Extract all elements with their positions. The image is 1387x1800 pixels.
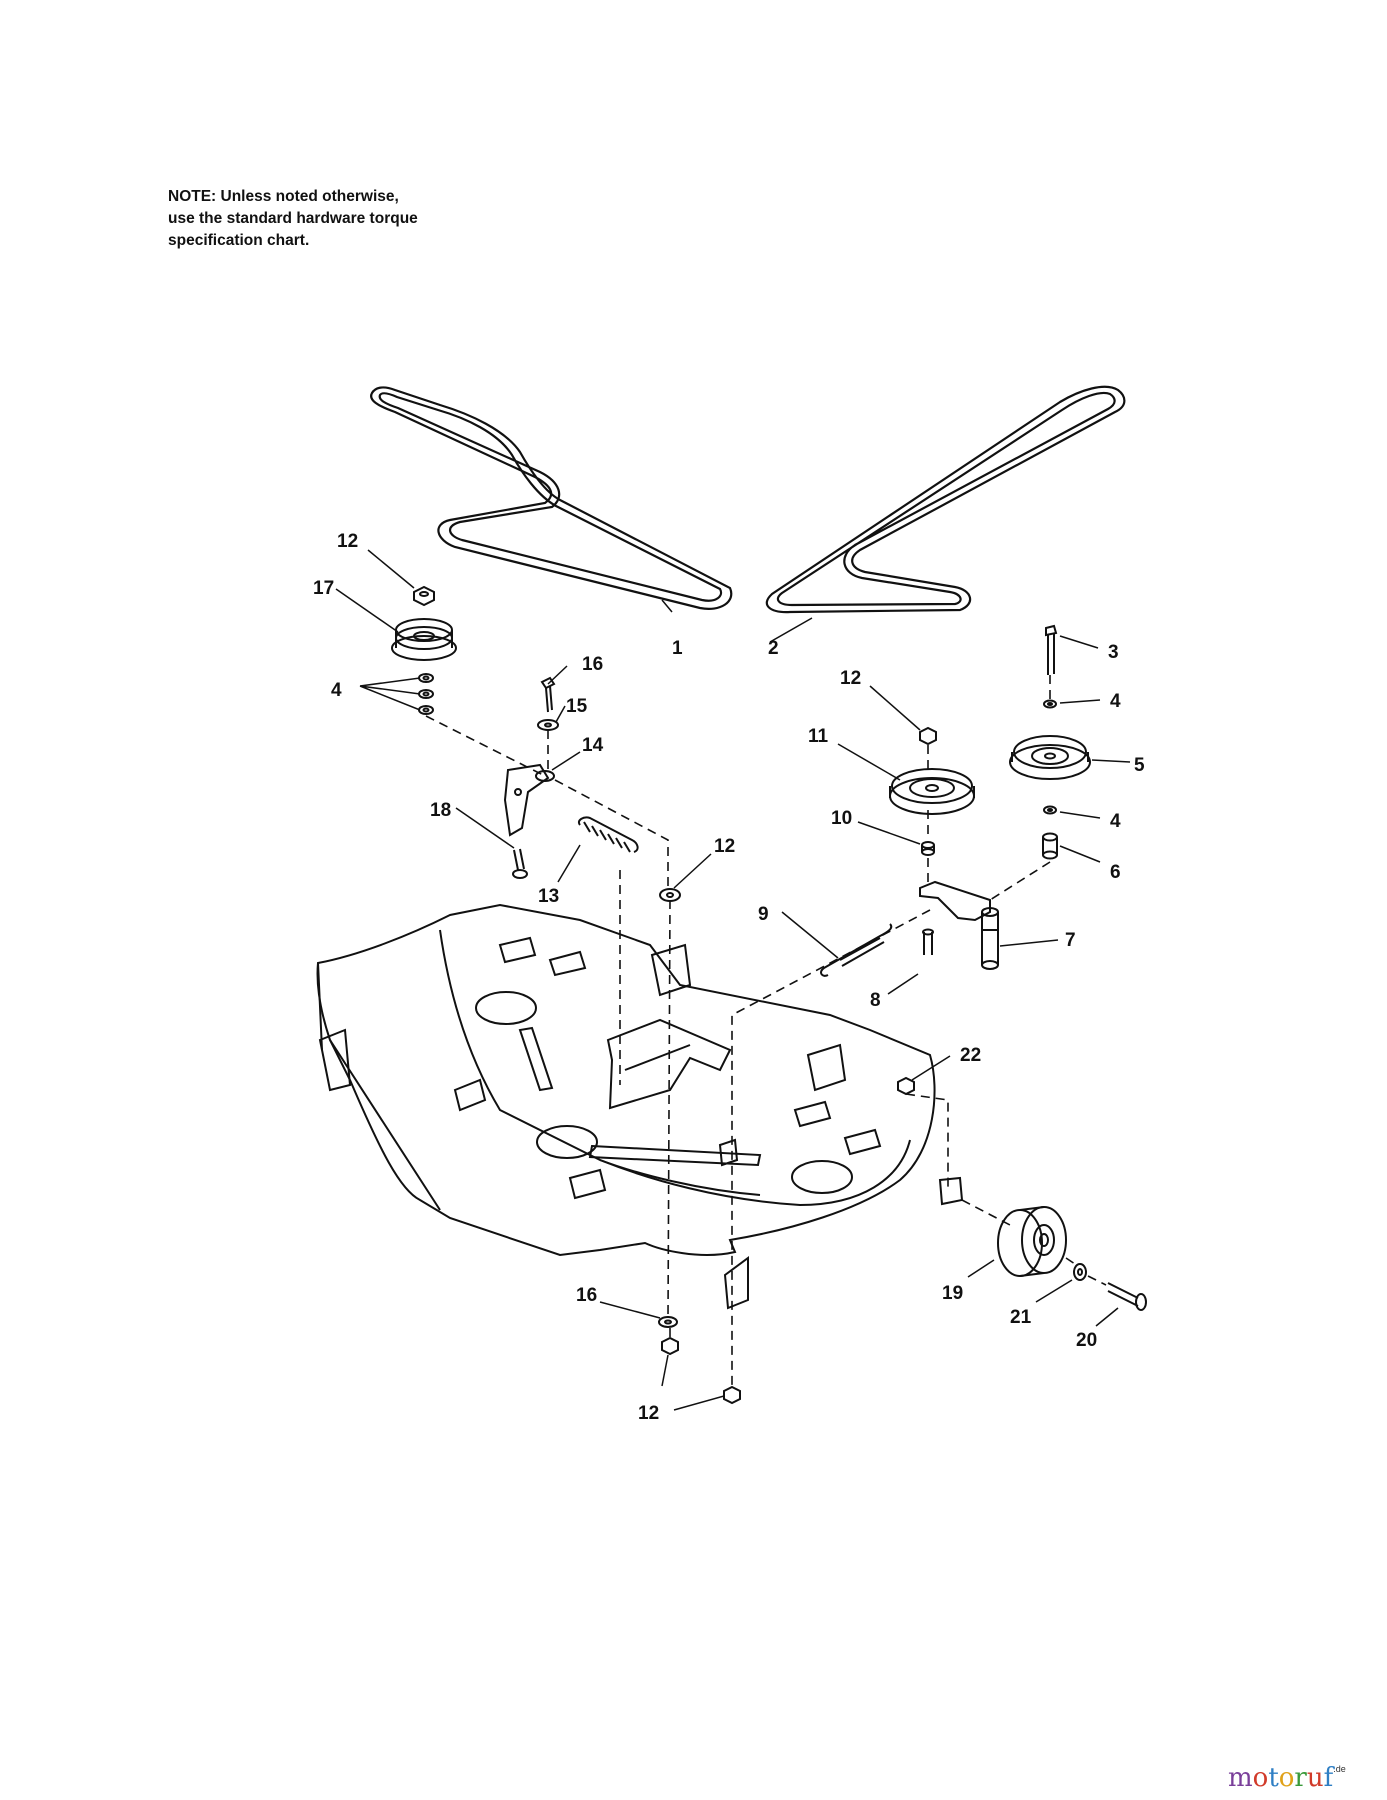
idler-arm-7: [919, 880, 999, 970]
nut-12-bottom-left: [661, 1336, 679, 1356]
callout-12-right: 12: [840, 668, 861, 689]
watermark-letter: o: [1278, 1763, 1295, 1793]
note-line-1: NOTE: Unless noted otherwise,: [168, 188, 399, 205]
callout-15: 14: [582, 735, 604, 756]
watermark-letter: r: [1294, 1763, 1307, 1793]
bolt-21: [1107, 1282, 1147, 1311]
assembly-dash-lines: [425, 675, 1107, 1385]
bolt-8: [922, 928, 934, 955]
callout-2: 2: [768, 638, 779, 659]
callout-14: 13: [538, 886, 559, 907]
bolt-17: [540, 676, 556, 713]
callout-1: 1: [672, 638, 683, 659]
callout-16-top: 15: [566, 696, 588, 717]
spacer-6: [1042, 832, 1058, 860]
watermark-letter: f: [1323, 1763, 1334, 1793]
nut-23: [897, 1076, 915, 1096]
washer-22: [1073, 1263, 1087, 1281]
bolt-3: [1045, 624, 1058, 675]
nut-12-right: [919, 726, 937, 746]
spring-9: [820, 923, 893, 977]
callout-20: 19: [942, 1283, 963, 1304]
watermark-letter: o: [1252, 1763, 1269, 1793]
callout-11: 11: [808, 726, 829, 747]
callout-12-bottom: 12: [638, 1403, 659, 1424]
callout-13: 12: [714, 836, 735, 857]
washer-13: [659, 888, 681, 902]
callout-12-left: 12: [337, 531, 358, 552]
watermark-letter: m: [1228, 1763, 1253, 1793]
callout-21: 20: [1076, 1330, 1097, 1351]
nut-12-left: [413, 585, 435, 607]
idler-arm-bracket-15: [503, 763, 555, 837]
leader-lines: [335, 549, 1131, 1411]
callout-10: 10: [831, 808, 852, 829]
note-line-2: use the standard hardware torque: [168, 210, 418, 227]
callout-16-bottom: 16: [576, 1285, 597, 1306]
callout-4-right-top: 4: [1110, 691, 1121, 712]
callout-23: 22: [960, 1045, 981, 1066]
bolt-19: [512, 848, 528, 879]
note-text: NOTE: Unless noted otherwise, use the st…: [168, 186, 488, 252]
callout-5: 5: [1134, 755, 1145, 776]
callout-3: 3: [1108, 642, 1119, 663]
belt-2: [765, 385, 1126, 614]
watermark-logo: motoruf.de: [1228, 1754, 1346, 1793]
note-line-3: specification chart.: [168, 232, 310, 249]
callout-22: 21: [1010, 1307, 1032, 1328]
callout-8: 8: [870, 990, 881, 1011]
washers-4-left: [418, 673, 434, 715]
callout-18: 17: [313, 578, 334, 599]
callout-4-right-bottom: 4: [1110, 811, 1121, 832]
callout-19: 18: [430, 800, 451, 821]
callout-6: 6: [1110, 862, 1121, 883]
watermark-letter: t: [1268, 1763, 1279, 1793]
pulley-11: [889, 768, 975, 815]
callout-17: 16: [582, 654, 603, 675]
callout-7: 7: [1065, 930, 1076, 951]
nut-12-bottom-right: [723, 1385, 741, 1405]
washer-4-right-bottom: [1043, 805, 1057, 815]
callout-4-left: 4: [331, 680, 342, 701]
watermark-suffix: .de: [1333, 1764, 1346, 1774]
idler-pulley-18: [391, 618, 457, 661]
spring-14: [578, 816, 639, 853]
pulley-5: [1009, 735, 1091, 780]
spacer-10: [921, 841, 935, 856]
belt-1: [370, 386, 733, 610]
mower-deck: [316, 903, 964, 1310]
callout-labels: 1 2 3 4 4 4 5 6 7 8 9 10 11 12 12 12 12 …: [313, 531, 1145, 1424]
washer-4-right-top: [1043, 699, 1057, 709]
callout-9: 9: [758, 904, 769, 925]
washer-16-top: [537, 719, 559, 731]
watermark-letter: u: [1306, 1763, 1324, 1793]
washer-16-bottom: [658, 1316, 678, 1328]
gauge-wheel-20: [997, 1206, 1067, 1277]
